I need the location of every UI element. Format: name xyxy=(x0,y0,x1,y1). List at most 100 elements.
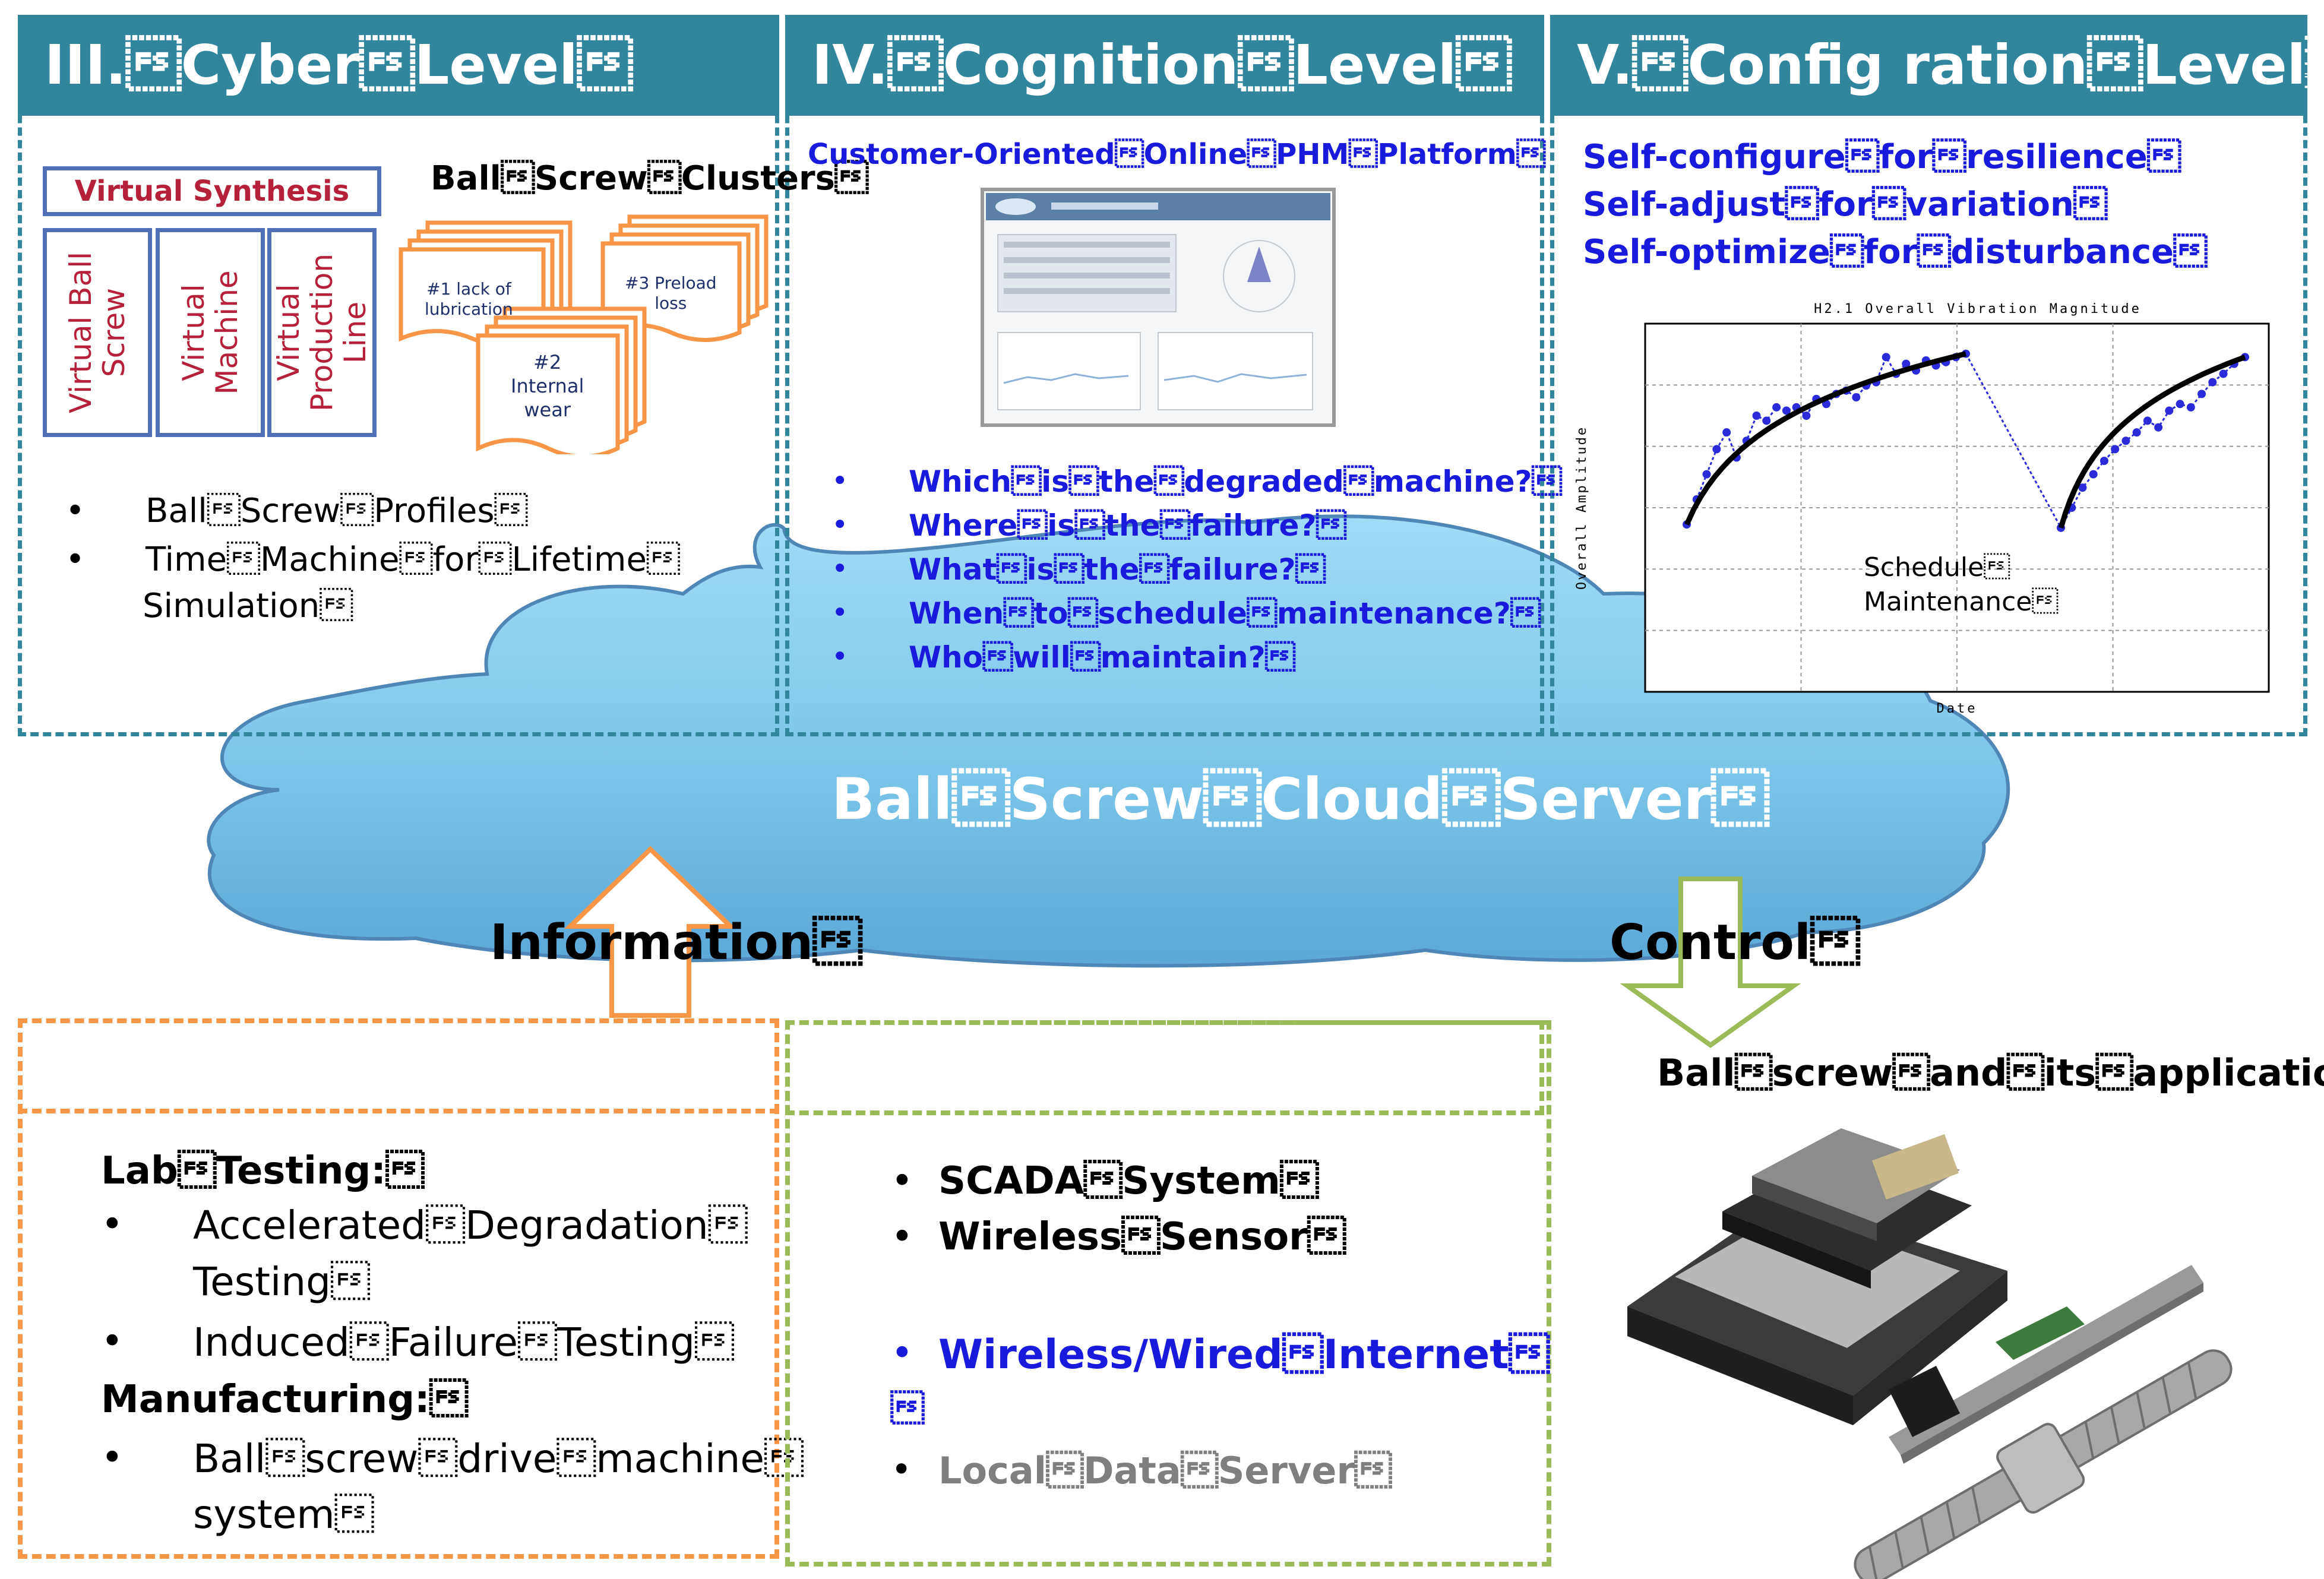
bullet-dot: • xyxy=(891,1159,913,1203)
cyber-level-panel xyxy=(18,15,779,736)
bullet-dot: • xyxy=(101,1319,124,1363)
chart-point xyxy=(2186,403,2195,412)
bullet-dot: • xyxy=(831,640,849,673)
bullet-dot: • xyxy=(831,596,849,629)
schedule-maintenance-line2: Maintenance xyxy=(1864,587,2059,617)
configuration-level-panel xyxy=(1550,15,2307,736)
conn-item-local-server: Local Data Server xyxy=(938,1449,1392,1492)
chart-point xyxy=(1702,470,1711,479)
mfg-item-drive: Ball screw drive machine xyxy=(193,1436,804,1482)
virtual-ballscrew-box: Virtual Ball Screw xyxy=(43,228,152,437)
question-which: Which is the degraded machine? xyxy=(909,464,1562,499)
control-arrow xyxy=(1620,876,1801,1048)
virtual-machine-label: Virtual Machine xyxy=(176,270,244,395)
conn-item-scada: SCADA System xyxy=(938,1159,1318,1203)
virtual-production-line-label: Virtual Production Line xyxy=(271,253,372,412)
bullet-dot: • xyxy=(101,1203,124,1246)
phm-platform-title: Customer-Oriented Online PHM Platform xyxy=(808,138,1545,171)
bullet-dot: • xyxy=(891,1215,913,1259)
bullet-dot: • xyxy=(831,464,849,498)
chart-point xyxy=(2099,457,2108,466)
schedule-maintenance-line1: Schedule xyxy=(1864,552,2010,583)
mfg-item-system: system xyxy=(193,1492,374,1537)
information-arrow xyxy=(564,846,736,1018)
chart-point xyxy=(2197,390,2206,398)
chart-point xyxy=(1852,393,1861,401)
cognition-level-panel xyxy=(785,15,1544,736)
bullet-dot: • xyxy=(891,1449,912,1491)
virtual-machine-box: Virtual Machine xyxy=(156,228,265,437)
lab-item-testing: Testing xyxy=(193,1259,371,1305)
connectivity-panel xyxy=(785,1020,1551,1567)
chart-point xyxy=(1902,359,1911,368)
cognition-level-title: IV. Cognition Level xyxy=(812,33,1512,97)
ballscrew-application-label: Ball screw and its application xyxy=(1657,1051,2324,1094)
configuration-level-title: V. Config ration Level xyxy=(1577,33,2307,97)
information-label: Information xyxy=(490,915,862,971)
cognition-level-header: IV. Cognition Level xyxy=(785,15,1544,116)
chart-point xyxy=(2143,416,2152,425)
chart-point xyxy=(2165,406,2174,415)
chart-point xyxy=(2154,423,2163,432)
configuration-level-header: V. Config ration Level xyxy=(1550,15,2307,116)
chart-point xyxy=(2089,470,2098,479)
cluster-documents xyxy=(399,214,769,454)
chart-point xyxy=(1882,353,1890,362)
config-item-variation: Self-adjust for variation xyxy=(1583,185,2107,224)
chart-point xyxy=(2132,428,2141,437)
question-what: What is the failure? xyxy=(909,552,1326,587)
conn-item-internet: Wireless/Wired Internet xyxy=(938,1331,1550,1378)
manufacturing-title: Manufacturing: xyxy=(101,1378,468,1422)
config-item-resilience: Self-configure for resilience xyxy=(1583,138,2181,176)
question-where: Where is the failure? xyxy=(909,508,1346,543)
conn-stray-char xyxy=(891,1390,924,1428)
chart-point xyxy=(1762,416,1771,425)
chart-xlabel: Date xyxy=(1937,701,1978,716)
cloud-server-title: Ball Screw Cloud Server xyxy=(831,766,1769,833)
cyber-level-header: III. Cyber Level xyxy=(18,15,779,116)
chart-grid xyxy=(1645,324,2269,692)
ballscrew-clusters-title: Ball Screw Clusters xyxy=(431,159,868,198)
cluster-doc-2: #2 Internal wear xyxy=(511,351,584,421)
lab-item-induced: Induced Failure Testing xyxy=(193,1319,734,1365)
chart-point xyxy=(2121,436,2130,445)
virtual-ballscrew-label: Virtual Ball Screw xyxy=(64,252,131,413)
chart-trend-line xyxy=(1684,351,1967,526)
vibration-chart: H2.1 Overall Vibration Magnitude Date Ov… xyxy=(1574,302,2270,716)
control-label: Control xyxy=(1610,915,1860,971)
chart-point xyxy=(2208,378,2217,387)
bullet-dot: • xyxy=(65,540,86,579)
cyber-level-title: III. Cyber Level xyxy=(45,33,633,97)
lab-testing-title: Lab Testing: xyxy=(101,1149,424,1193)
bullet-dot: • xyxy=(891,1331,913,1375)
chart-title: H2.1 Overall Vibration Magnitude xyxy=(1814,302,2142,317)
bullet-dot: • xyxy=(65,492,86,530)
chart-point xyxy=(2111,445,2120,454)
chart-point xyxy=(1712,445,1721,454)
bullet-dot: • xyxy=(831,552,849,586)
cyber-bullet-time-machine: Time Machine for Lifetime xyxy=(146,540,680,579)
lab-item-accelerated: Accelerated Degradation xyxy=(193,1203,748,1248)
ballscrew-application-illustration xyxy=(1627,1128,2233,1579)
question-when: When to schedule maintenance? xyxy=(909,596,1541,631)
chart-point xyxy=(2219,369,2228,378)
bullet-dot: • xyxy=(101,1436,124,1480)
cluster-doc-1: #1 lack of lubrication xyxy=(425,279,513,319)
virtual-production-line-box: Virtual Production Line xyxy=(267,228,377,437)
cyber-bullet-profiles: Ball Screw Profiles xyxy=(146,492,528,530)
chart-point xyxy=(1752,412,1761,420)
chart-point xyxy=(1802,412,1811,420)
chart-trend-line xyxy=(2058,355,2246,529)
chart-point xyxy=(1772,403,1781,412)
chart-ylabel: Overall Amplitude xyxy=(1574,426,1589,590)
cyber-bullet-simulation: Simulation xyxy=(143,587,353,625)
chart-point xyxy=(2078,483,2087,492)
cluster-doc-3: #3 Preload loss xyxy=(625,273,717,313)
conn-item-wireless-sensor: Wireless Sensor xyxy=(938,1215,1346,1259)
phm-platform-screenshot xyxy=(981,188,1336,427)
virtual-synthesis-label: Virtual Synthesis xyxy=(74,175,350,208)
chart-point xyxy=(1722,428,1731,437)
virtual-synthesis-box: Virtual Synthesis xyxy=(43,166,381,216)
lab-manufacturing-panel xyxy=(18,1018,779,1559)
